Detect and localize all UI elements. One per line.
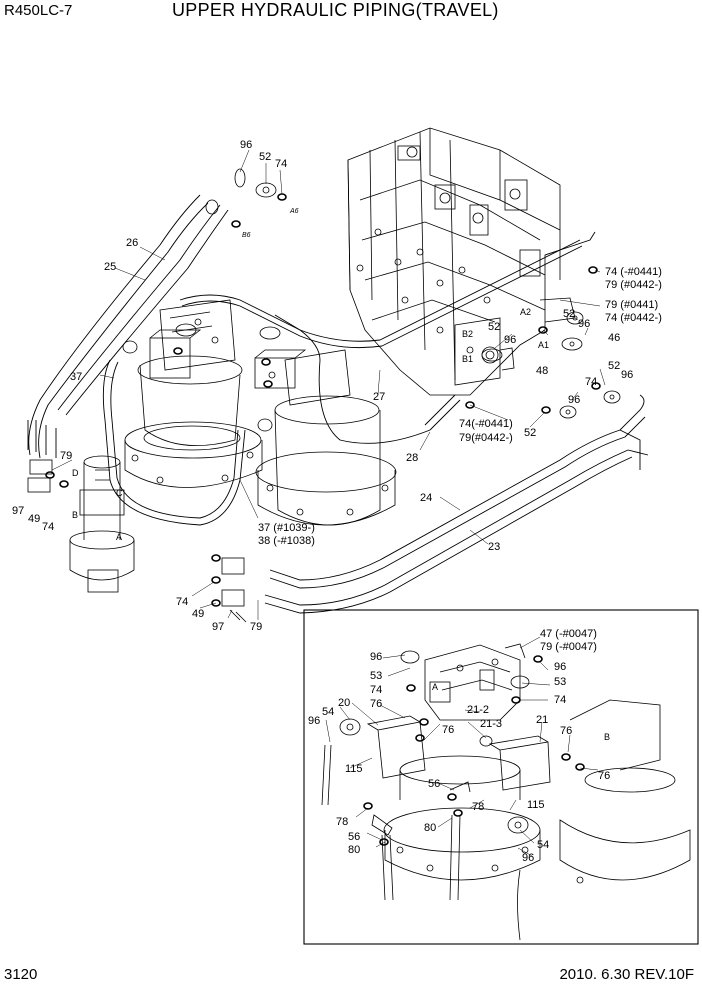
callout-76: 76 (370, 698, 382, 710)
callout-79-0442: 79 (#0442-) (605, 279, 662, 291)
callout-56: 56 (348, 831, 360, 843)
left-swing-unit (124, 299, 263, 488)
port-label-c: C (116, 488, 123, 498)
callout-78: 78 (336, 816, 348, 828)
callout-76: 76 (598, 770, 610, 782)
callout-74: 74 (275, 158, 287, 170)
port-label-b: B (72, 510, 78, 520)
model-code: R450LC-7 (4, 2, 73, 19)
callout-37: 37 (70, 371, 82, 383)
callout-48: 48 (536, 365, 548, 377)
page-title: UPPER HYDRAULIC PIPING(TRAVEL) (172, 0, 499, 20)
callout-52: 52 (608, 360, 620, 372)
callout-52: 52 (563, 308, 575, 320)
callout-labels: 96 52 74 26 25 74 (-#0441) 79 (#0442-) 7… (12, 139, 662, 864)
callout-96: 96 (578, 318, 590, 330)
callout-80: 80 (348, 844, 360, 856)
inset-detail-box (303, 609, 699, 945)
callout-76: 76 (560, 725, 572, 737)
callout-96: 96 (240, 139, 252, 151)
callout-21: 21 (536, 714, 548, 726)
callout-38-1038: 38 (-#1038) (258, 535, 315, 547)
callout-79-0442: 79(#0442-) (459, 432, 513, 444)
callout-97: 97 (212, 621, 224, 633)
callout-74-0441: 74 (-#0441) (605, 266, 662, 278)
callout-21-2: 21-2 (467, 704, 489, 716)
callout-79-0441: 79 (#0441) (605, 299, 658, 311)
callout-20: 20 (338, 697, 350, 709)
port-label-a2: A2 (520, 307, 531, 317)
leader-lines (51, 149, 606, 857)
callout-26: 26 (126, 237, 138, 249)
callout-53: 53 (554, 676, 566, 688)
callout-56: 56 (428, 778, 440, 790)
callout-24: 24 (420, 492, 432, 504)
callout-96: 96 (308, 715, 320, 727)
callout-74: 74 (585, 376, 597, 388)
callout-52: 52 (488, 321, 500, 333)
port-label-a: A (116, 532, 122, 542)
callout-46: 46 (608, 332, 620, 344)
callout-96: 96 (554, 661, 566, 673)
callout-79: 79 (60, 450, 72, 462)
callout-115: 115 (345, 763, 363, 775)
flanges-and-fittings (27, 168, 621, 623)
callout-54: 54 (537, 839, 549, 851)
callout-80: 80 (424, 822, 436, 834)
callout-49: 49 (192, 608, 204, 620)
callout-74: 74 (370, 684, 382, 696)
callout-74-0442: 74 (#0442-) (605, 312, 662, 324)
hose-assemblies (27, 194, 649, 614)
callout-21-3: 21-3 (480, 718, 502, 730)
callout-97: 97 (12, 505, 24, 517)
callout-28: 28 (406, 452, 418, 464)
callout-96: 96 (370, 651, 382, 663)
callout-37-1039: 37 (#1039-) (258, 522, 315, 534)
port-label-d: D (72, 468, 79, 478)
callout-74: 74 (554, 694, 566, 706)
callout-76: 76 (442, 724, 454, 736)
port-label-inset-a: A (432, 682, 438, 692)
main-control-valve (347, 127, 576, 396)
callout-79-0047: 79 (-#0047) (540, 641, 597, 653)
callout-78: 78 (472, 801, 484, 813)
callout-27: 27 (373, 391, 385, 403)
callout-96: 96 (621, 369, 633, 381)
callout-96: 96 (504, 334, 516, 346)
callout-23: 23 (488, 541, 500, 553)
callout-25: 25 (104, 261, 116, 273)
port-label-b6: B6 (242, 232, 251, 239)
callout-52: 52 (524, 427, 536, 439)
callout-53: 53 (370, 670, 382, 682)
center-swing-unit (254, 349, 397, 526)
callout-115: 115 (527, 799, 545, 811)
port-label-inset-b: B (604, 732, 610, 742)
callout-74: 74 (176, 596, 188, 608)
callout-74: 74 (42, 521, 54, 533)
callout-96: 96 (568, 394, 580, 406)
revision-date: 2010. 6.30 REV.10F (559, 966, 694, 983)
callout-47-0047: 47 (-#0047) (540, 628, 597, 640)
port-label-b2: B2 (462, 329, 473, 339)
callout-52: 52 (259, 151, 271, 163)
page-number: 3120 (4, 966, 38, 983)
port-label-a1: A1 (538, 340, 549, 350)
callout-74-0441: 74(-#0441) (459, 418, 513, 430)
callout-54: 54 (322, 706, 334, 718)
callout-49: 49 (28, 513, 40, 525)
callout-79: 79 (250, 621, 262, 633)
swivel-joint (69, 455, 135, 593)
port-label-b1: B1 (462, 354, 473, 364)
port-label-a6: A6 (289, 208, 299, 215)
callout-96: 96 (522, 852, 534, 864)
